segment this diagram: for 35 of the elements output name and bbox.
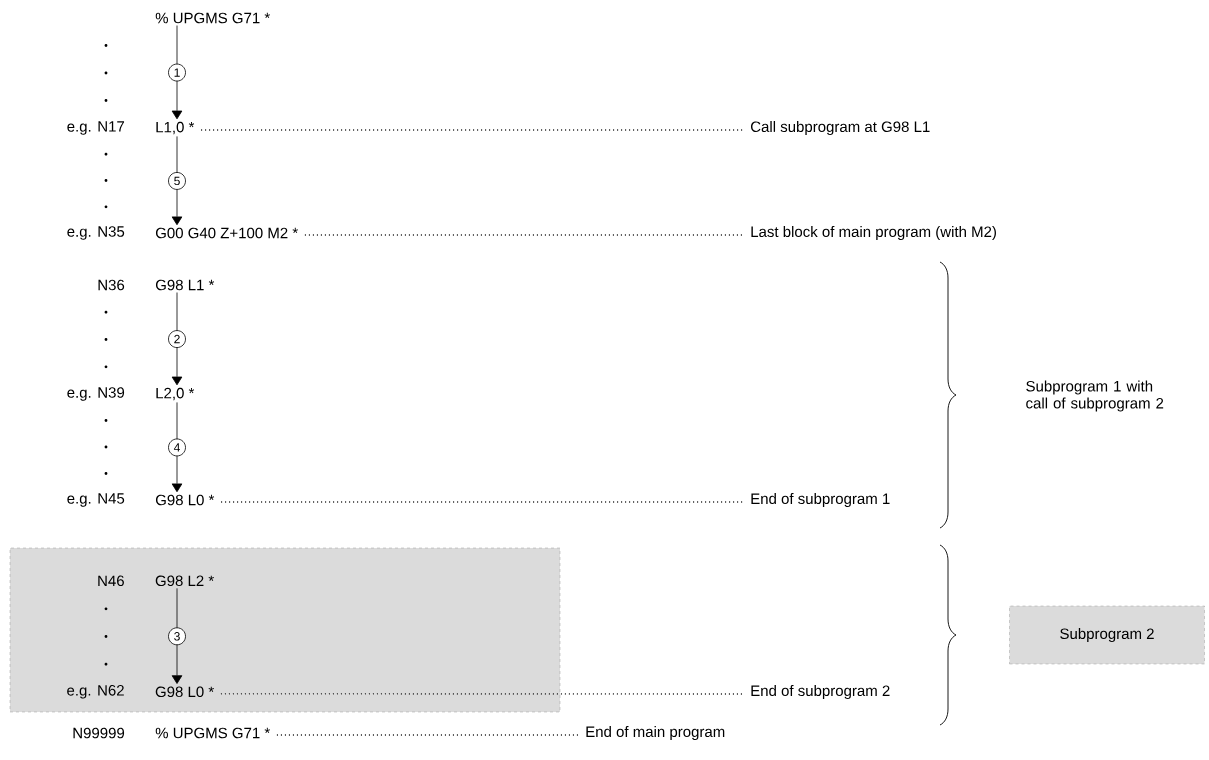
line-number: e.g. N39 [67, 387, 125, 401]
comment-text: Last block of main program (with M2) [751, 226, 996, 240]
code-line: G98 L0 * [155, 494, 215, 506]
arrow [171, 292, 183, 386]
code-line: G00 G40 Z+100 M2 * [155, 227, 298, 239]
arrow [171, 402, 183, 493]
step-number: 1 [168, 63, 186, 82]
line-number: e.g. N35 [67, 226, 125, 240]
line-number: N99999 [73, 727, 125, 739]
line-number: e.g. N45 [67, 493, 125, 507]
line-number: e.g. N17 [67, 121, 125, 135]
comment-text: End of subprogram 2 [751, 685, 890, 699]
arrow [171, 587, 183, 684]
comment-text: End of main program [586, 726, 725, 740]
arrow [171, 25, 183, 120]
comment-text: End of subprogram 1 [751, 493, 890, 507]
step-number: 2 [168, 330, 186, 348]
step-number: 4 [168, 438, 186, 457]
group-label: Subprogram 1 with call of subprogram 2 [1026, 380, 1164, 412]
code-line: G98 L1 * [155, 279, 215, 291]
code-line: % UPGMS G71 * [155, 727, 270, 739]
code-line: G98 L0 * [155, 686, 214, 698]
comment-text: Call subprogram at G98 L1 [751, 121, 930, 135]
line-number: N36 [98, 279, 125, 291]
code-line: G98 L2 * [155, 575, 214, 587]
code-line: L2,0 * [156, 387, 195, 401]
shaded-band [9, 547, 561, 713]
step-number: 3 [168, 627, 186, 646]
shaded-label-box: Subprogram 2 [1009, 605, 1205, 665]
line-number: N46 [98, 575, 124, 587]
code-line: L1,0 * [156, 121, 195, 135]
arrow [171, 136, 183, 226]
step-number: 5 [168, 172, 186, 190]
code-line: % UPGMS G71 * [155, 12, 270, 24]
line-number: e.g. N62 [67, 685, 124, 699]
